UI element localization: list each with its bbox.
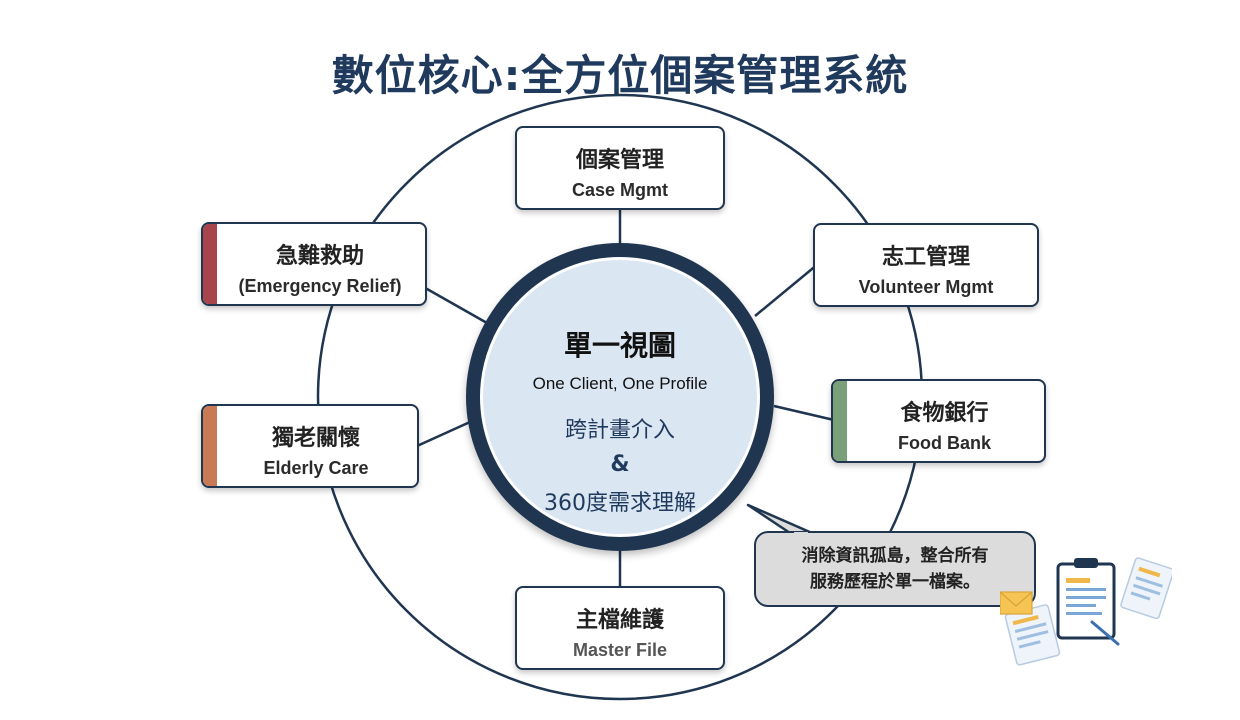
node-food-bank: 食物銀行 Food Bank: [831, 379, 1046, 463]
callout-bubble: 消除資訊孤島，整合所有 服務歷程於單一檔案。: [754, 531, 1036, 607]
node-case-mgmt-zh: 個案管理: [575, 148, 664, 173]
node-master-file-zh: 主檔維護: [575, 608, 664, 633]
node-master-file: 主檔維護 Master File: [515, 586, 725, 670]
node-elderly-care-zh: 獨老關懷: [271, 426, 360, 451]
page-title: 數位核心:全方位個案管理系統: [331, 51, 909, 100]
food-bank-accent-stripe: [833, 381, 847, 461]
callout-line-2: 服務歷程於單一檔案。: [810, 572, 980, 592]
clipboard-document-icon: [1000, 557, 1172, 666]
hub-line-360: 360度需求理解: [544, 491, 696, 516]
node-elderly-care: 獨老關懷 Elderly Care: [201, 404, 419, 488]
node-emergency-relief: 急難救助 (Emergency Relief): [201, 222, 427, 306]
node-volunteer-mgmt: 志工管理 Volunteer Mgmt: [813, 223, 1039, 307]
node-food-bank-en: Food Bank: [898, 433, 991, 453]
node-elderly-care-en: Elderly Care: [263, 458, 369, 478]
node-volunteer-mgmt-en: Volunteer Mgmt: [858, 277, 994, 297]
central-hub: 單一視圖 One Client, One Profile 跨計畫介入 & 360…: [466, 243, 774, 551]
emergency-relief-accent-stripe: [203, 224, 217, 304]
node-volunteer-mgmt-zh: 志工管理: [881, 245, 970, 270]
node-case-mgmt-en: Case Mgmt: [571, 180, 669, 200]
node-emergency-relief-zh: 急難救助: [275, 244, 364, 269]
central-hub-inner: 單一視圖 One Client, One Profile 跨計畫介入 & 360…: [480, 257, 760, 537]
node-case-mgmt: 個案管理 Case Mgmt: [515, 126, 725, 210]
elderly-care-accent-stripe: [203, 406, 217, 486]
envelope-icon: [1000, 591, 1033, 615]
node-master-file-en: Master File: [572, 640, 668, 660]
hub-line-cross-program: 跨計畫介入: [564, 418, 675, 443]
node-emergency-relief-en: (Emergency Relief): [238, 276, 402, 296]
callout-line-1: 消除資訊孤島，整合所有: [801, 546, 989, 566]
hub-title: 單一視圖: [563, 329, 676, 362]
hub-ampersand: &: [610, 452, 630, 477]
hub-subtitle: One Client, One Profile: [532, 374, 708, 393]
node-food-bank-zh: 食物銀行: [900, 401, 989, 426]
